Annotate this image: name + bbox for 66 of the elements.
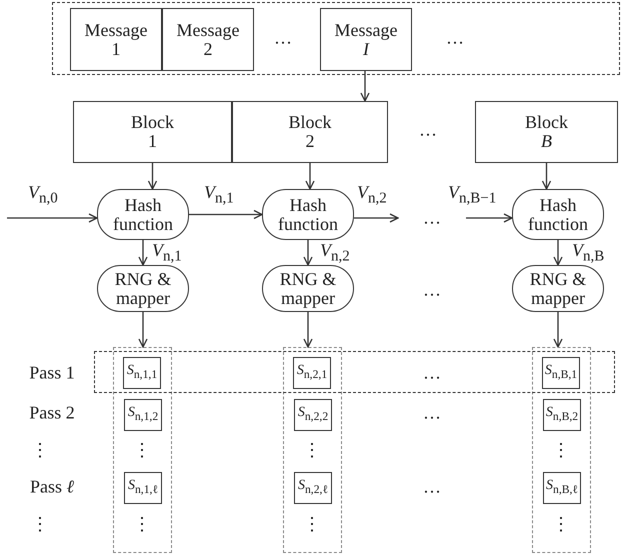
arrow: [553, 312, 563, 348]
edge-label: V$_{n,2}$: [357, 182, 387, 208]
ellipsis: …: [423, 476, 441, 498]
dashed-frame: [52, 2, 620, 75]
process-node: Hash function: [97, 189, 189, 240]
block-box: Block B: [475, 101, 618, 163]
edge-label: V$_{n,2}$: [320, 240, 350, 266]
symbol-box: S$_{n,1,2}$: [124, 399, 162, 431]
pass-label: Pass ℓ: [30, 476, 74, 498]
dashed-row: [94, 351, 615, 393]
symbol-box: S$_{n,B,ℓ}$: [543, 472, 581, 504]
edge-label: V$_{n,B−1}$: [448, 182, 496, 208]
vertical-ellipsis: ⋮: [31, 439, 49, 461]
process-node: Hash function: [512, 189, 604, 240]
arrow: [138, 240, 148, 266]
process-node: RNG & mapper: [97, 265, 189, 312]
message-box: Message 1: [70, 8, 162, 71]
arrow: [542, 163, 552, 190]
arrow: [303, 240, 313, 266]
arrow: [303, 312, 313, 348]
arrow: [466, 213, 513, 223]
symbol-box: S$_{n,B,1}$: [542, 357, 580, 389]
message-box: Message 2: [162, 8, 254, 71]
vertical-ellipsis: ⋮: [133, 513, 151, 535]
arrow: [138, 312, 148, 348]
block-box: Block 1: [73, 101, 232, 163]
arrow: [7, 213, 98, 223]
edge-label: V$_{n,B}$: [572, 240, 604, 266]
edge-label: V$_{n,1}$: [204, 182, 234, 208]
vertical-ellipsis: ⋮: [133, 439, 151, 461]
vertical-ellipsis: ⋮: [552, 513, 570, 535]
process-node: RNG & mapper: [512, 265, 604, 312]
arrow: [148, 163, 158, 190]
vertical-ellipsis: ⋮: [303, 439, 321, 461]
symbol-box: S$_{n,2,2}$: [294, 399, 332, 431]
message-box: Message I: [320, 8, 412, 71]
symbol-box: S$_{n,B,2}$: [543, 399, 581, 431]
ellipsis: …: [423, 362, 441, 384]
ellipsis: …: [419, 120, 437, 140]
arrow: [305, 163, 315, 190]
pass-label: Pass 2: [29, 402, 75, 424]
arrow: [553, 240, 563, 266]
vertical-ellipsis: ⋮: [303, 513, 321, 535]
block-box: Block 2: [232, 101, 388, 163]
dashed-column: [283, 347, 342, 553]
edge-label: V$_{n,0}$: [28, 182, 58, 208]
vertical-ellipsis: ⋮: [552, 439, 570, 461]
symbol-box: S$_{n,1,ℓ}$: [124, 472, 162, 504]
process-node: RNG & mapper: [262, 265, 354, 312]
symbol-box: S$_{n,2,ℓ}$: [294, 472, 332, 504]
arrow: [189, 210, 263, 220]
ellipsis: …: [423, 280, 441, 300]
pass-label: Pass 1: [29, 362, 75, 384]
ellipsis: …: [274, 28, 292, 48]
dashed-column: [113, 347, 172, 553]
arrow: [360, 70, 370, 102]
symbol-box: S$_{n,2,1}$: [293, 357, 331, 389]
arrow: [354, 213, 399, 223]
process-node: Hash function: [262, 189, 354, 240]
edge-label: V$_{n,1}$: [152, 240, 182, 266]
vertical-ellipsis: ⋮: [31, 513, 49, 535]
ellipsis: …: [423, 402, 441, 424]
ellipsis: …: [446, 28, 464, 48]
dashed-column: [532, 347, 591, 553]
symbol-box: S$_{n,1,1}$: [123, 357, 161, 389]
ellipsis: …: [423, 208, 441, 228]
